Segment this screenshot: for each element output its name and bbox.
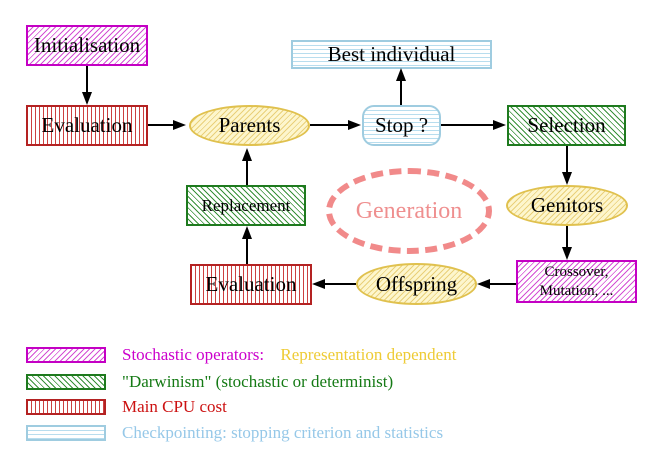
legend-label-main-cpu-cost: Main CPU cost <box>122 397 227 416</box>
arrow-parents-to-stop-line <box>310 124 349 126</box>
node-offspring-label: Offspring <box>375 271 458 296</box>
arrow-parents-to-stop-head <box>348 120 361 130</box>
arrow-offspring-to-evaluation-head <box>312 279 325 289</box>
node-genitors: Genitors <box>506 185 628 226</box>
legend-label-stochastic-operators-text: Stochastic operators: <box>122 345 265 364</box>
legend-label-stochastic-operators: Stochastic operators: Representation dep… <box>122 345 456 365</box>
node-replacement-label: Replacement <box>201 195 291 215</box>
arrow-evaluation-to-parents-line <box>148 124 174 126</box>
node-selection-label: Selection <box>527 113 606 137</box>
arrow-initialisation-to-evaluation-head <box>82 92 92 105</box>
generation-label: Generation <box>355 197 463 224</box>
node-crossover-line2: Mutation, ... <box>539 282 614 299</box>
node-stop: Stop ? <box>362 105 441 146</box>
node-selection: Selection <box>507 105 626 146</box>
node-evaluation-bottom-label: Evaluation <box>205 272 297 296</box>
legend-label-checkpointing: Checkpointing: stopping criterion and st… <box>122 423 444 442</box>
legend-label-darwinism: "Darwinism" (stochastic or determinist) <box>122 372 394 391</box>
generation-loop-ellipse: Generation <box>326 168 492 254</box>
node-best-individual-label: Best individual <box>327 42 456 66</box>
legend-swatch-main-cpu-cost <box>26 399 106 415</box>
arrow-replacement-to-parents-line <box>246 161 248 185</box>
node-parents: Parents <box>189 105 310 146</box>
arrow-genitors-to-crossover-head <box>562 247 572 260</box>
arrow-stop-to-best-individual-line <box>400 81 402 105</box>
node-evaluation-top-label: Evaluation <box>41 113 133 137</box>
arrow-replacement-to-parents-head <box>242 148 252 161</box>
node-initialisation-label: Initialisation <box>33 33 141 57</box>
node-genitors-label: Genitors <box>530 193 604 217</box>
node-evaluation-bottom: Evaluation <box>190 264 312 305</box>
arrow-evaluation-to-parents-head <box>173 120 186 130</box>
node-crossover-line1: Crossover, <box>544 263 609 280</box>
arrow-stop-to-selection-line <box>441 124 494 126</box>
arrow-evaluation-to-replacement-head <box>242 226 252 239</box>
arrow-offspring-to-evaluation-line <box>325 283 356 285</box>
arrow-selection-to-genitors-line <box>566 146 568 173</box>
legend-swatch-stochastic-operators <box>26 347 106 363</box>
arrow-stop-to-best-individual-head <box>396 68 406 81</box>
arrow-crossover-to-offspring-line <box>490 283 516 285</box>
arrow-crossover-to-offspring-head <box>477 279 490 289</box>
node-initialisation: Initialisation <box>26 25 148 66</box>
arrow-evaluation-to-replacement-line <box>246 239 248 264</box>
arrow-genitors-to-crossover-line <box>566 226 568 248</box>
node-parents-label: Parents <box>218 113 281 137</box>
node-replacement: Replacement <box>186 185 306 226</box>
legend-swatch-darwinism <box>26 374 106 390</box>
arrow-stop-to-selection-head <box>493 120 506 130</box>
node-offspring: Offspring <box>356 263 477 305</box>
legend-swatch-checkpointing <box>26 425 106 441</box>
node-evaluation-top: Evaluation <box>26 105 148 146</box>
arrow-selection-to-genitors-head <box>562 172 572 185</box>
node-crossover-mutation: Crossover, Mutation, ... <box>516 260 637 303</box>
arrow-initialisation-to-evaluation-line <box>86 66 88 92</box>
node-stop-label: Stop ? <box>374 113 429 137</box>
node-best-individual: Best individual <box>291 40 492 69</box>
legend-label-representation-dependent: Representation dependent <box>280 345 457 364</box>
